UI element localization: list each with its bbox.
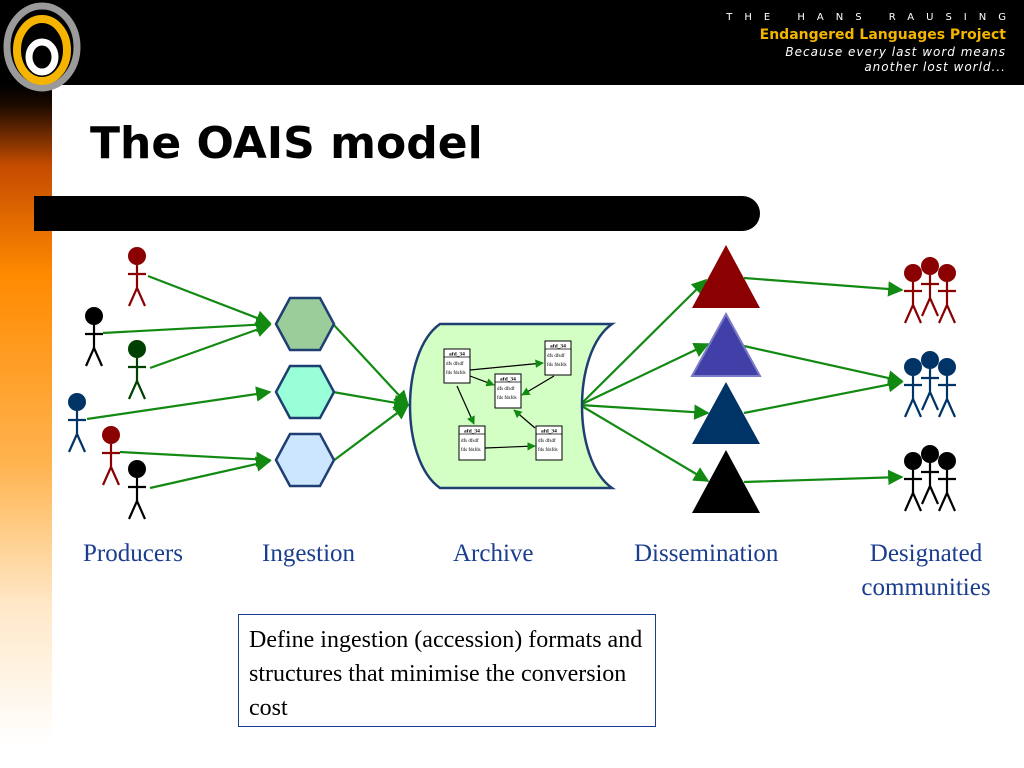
community-person-icon (937, 358, 957, 418)
archive-record-links (456, 359, 555, 451)
brand-line-1: THE HANS RAUSING (726, 12, 1018, 23)
dissemination-arrows (579, 278, 710, 482)
producer-arrows (86, 274, 272, 490)
archive-record-title: afd_34 (550, 344, 566, 350)
ingestion-hexagon-3 (274, 432, 336, 488)
note-box: Define ingestion (accession) formats and… (238, 614, 656, 727)
community-group-icon-1 (903, 257, 957, 324)
brand-block: THE HANS RAUSING Endangered Languages Pr… (706, 12, 1006, 75)
community-person-icon (903, 264, 923, 324)
label-producers: Producers (83, 540, 183, 567)
dissemination-triangle-4 (692, 450, 760, 513)
archive-record-title: afd_34 (500, 377, 516, 383)
archive-record-line: dfs dfsdf (497, 387, 515, 392)
brand-line-2: Endangered Languages Project (759, 27, 1006, 43)
archive-record-title: afd_34 (464, 429, 480, 435)
community-person-icon (920, 445, 940, 505)
ingestion-hexagon-2 (274, 364, 336, 420)
community-group-icon-3 (903, 445, 957, 512)
archive-record-line: dfs dfsdf (446, 362, 464, 367)
ingestion-hexagon-1 (274, 296, 336, 352)
project-logo-icon (3, 2, 81, 92)
producer-person-icon-5 (101, 426, 121, 486)
label-ingestion: Ingestion (262, 540, 356, 567)
label-dissemination: Dissemination (634, 540, 779, 567)
producer-person-icon-1 (127, 247, 147, 307)
community-person-icon (937, 264, 957, 324)
header-bar (0, 0, 1024, 85)
producer-person-icon-6 (127, 460, 147, 520)
archive-record-line: dfs dfsdf (461, 439, 479, 444)
title-underline-bar (34, 196, 760, 231)
archive-record-line: fds fdsfds (446, 371, 466, 376)
community-person-icon (920, 351, 940, 411)
producers-group (67, 247, 147, 520)
community-person-icon (937, 452, 957, 512)
note-text: Define ingestion (accession) formats and… (249, 627, 643, 721)
label-designated-communities: Designated communities (861, 540, 991, 601)
archive-record-line: dfs dfsdf (547, 354, 565, 359)
label-archive: Archive (453, 540, 534, 567)
archive-record-line: fds fdsfds (538, 448, 558, 453)
archive-record-title: afd_34 (449, 352, 465, 358)
communities-group (903, 257, 957, 512)
slide-title: The OAIS model (90, 118, 483, 169)
producer-person-icon-2 (84, 307, 104, 367)
archive-record-line: fds fdsfds (461, 448, 481, 453)
producer-person-icon-3 (127, 340, 147, 400)
community-person-icon (903, 452, 923, 512)
dissemination-triangle-2 (690, 311, 762, 377)
dissemination-triangle-1 (692, 245, 760, 308)
archive-record-line: fds fdsfds (497, 396, 517, 401)
dissemination-triangle-3 (692, 382, 760, 444)
community-person-icon (920, 257, 940, 317)
community-person-icon (903, 358, 923, 418)
producer-person-icon-4 (67, 393, 87, 453)
ingestion-arrows (332, 323, 410, 462)
archive-record-title: afd_34 (541, 429, 557, 435)
brand-line-4: another lost world... (864, 60, 1006, 74)
brand-line-3: Because every last word means (785, 45, 1006, 59)
archive-record-line: fds fdsfds (547, 363, 567, 368)
community-arrows (743, 276, 904, 486)
community-group-icon-2 (903, 351, 957, 418)
archive-record-line: dfs dfsdf (538, 439, 556, 444)
